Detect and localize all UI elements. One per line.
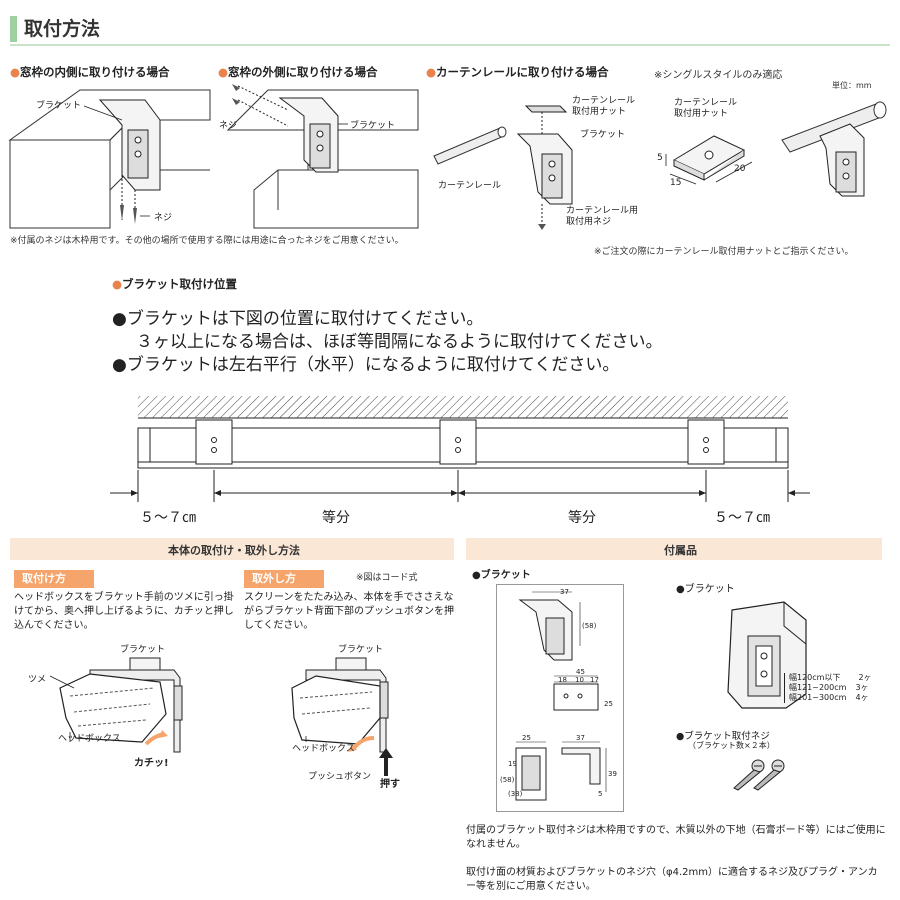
acc-screw-label: ●ブラケット取付ネジ [676,731,770,742]
screw-icon [733,759,785,791]
dim-right-margin: ５～７㎝ [714,510,770,526]
case-rail-heading: ●カーテンレールに取り付ける場合 [426,65,609,79]
outside-mount-illustration [226,84,419,229]
acc-footnote-2: 取付け面の材質およびブラケットのネジ穴（φ4.2mm）に適合するネジ及びプラグ・… [466,867,878,892]
drawing-dim-18: 18 [558,676,567,684]
screw-note: ※付属のネジは木枠用です。その他の場所で使用する際には用途に合ったネジをご用意く… [10,236,404,246]
mounting-band [10,538,454,560]
drawing-dim-19: 19 [508,760,517,768]
position-line-3: ●ブラケットは左右平行（水平）になるように取付けてください。 [112,355,620,375]
title-underline [10,14,890,46]
acc-bracket-label-2: ●ブラケット [676,584,735,595]
remove-push-button-label: プッシュボタン [308,772,372,782]
drawing-dim-45: 45 [576,668,585,676]
bracket-drawing-box [496,584,624,812]
drawing-dim-58b: (58) [500,776,515,784]
drawing-dim-17: 17 [590,676,599,684]
detail-nut-label: カーテンレール 取付用ナット [674,98,738,119]
acc-footnote-1: 付属のブラケット取付ネジは木枠用ですので、木質以外の下地（石膏ボード等）にはご使… [466,825,886,850]
remove-illustration [291,657,393,776]
acc-screw-sub: （ブラケット数×２本） [688,741,775,750]
accessories-band-title: 付属品 [664,544,697,557]
drawing-dim-10: 10 [575,676,584,684]
single-style-note: ※シングルスタイルのみ適応 [654,70,783,81]
drawing-dim-58a: (58) [582,622,597,630]
attach-headbox-label: ヘッドボックス [58,734,121,744]
attach-bracket-label: ブラケット [120,645,166,655]
dim-equal-1: 等分 [322,510,350,526]
drawing-dim-37a: 37 [560,588,569,596]
inside-mount-illustration [8,89,211,229]
dim-left-margin: ５～７㎝ [140,510,196,526]
position-line-1: ●ブラケットは下図の位置に取付けてください。 [112,309,484,329]
bracket-product-image [727,601,807,709]
rail-label: カーテンレール [438,181,502,191]
drawing-dim-25b: 25 [522,734,531,742]
attach-illustration [49,657,183,753]
drawing-dim-38: (38) [508,790,523,798]
rail-nut-label: カーテンレール 取付用ナット [572,96,636,117]
unit-label: 単位：mm [832,81,872,90]
remove-tag: 取外し方 [244,570,324,588]
dim-equal-2: 等分 [568,510,596,526]
drawing-dim-39: 39 [608,770,617,778]
acc-bracket-label: ●ブラケット [472,570,531,581]
attach-text: ヘッドボックスをブラケット手前のツメに引っ掛けてから、奥へ押し上げるように、カチ… [14,592,234,631]
order-note: ※ご注文の際にカーテンレール取付用ナットとご指示ください。 [594,247,854,257]
attach-tag: 取付け方 [14,570,94,588]
remove-bracket-label: ブラケット [338,645,384,655]
page-title: 取付方法 [24,18,101,40]
bracket-technical-drawing [515,591,607,801]
position-line-2: ３ヶ以上になる場合は、ほぼ等間隔になるように取付けてください。 [136,332,663,352]
rail-nut-detail [665,135,753,185]
remove-text: スクリーンをたたみ込み、本体を手でささえながらブラケット背面下部のプッシュボタン… [244,592,454,631]
rail-mount-illustration [433,105,573,230]
rail-screw-label: カーテンレール用 取付用ネジ [566,206,639,227]
drawing-dim-5: 5 [598,790,603,798]
remove-note: ※図はコード式 [356,573,418,583]
attach-claw-label: ツメ [28,675,47,685]
remove-push-label: 押す [380,779,400,790]
rail-bracket-detail [781,101,887,197]
bracket-position-diagram [110,396,810,502]
drawing-dim-37b: 37 [576,734,585,742]
title-marker [10,16,17,42]
rail-bracket-label: ブラケット [580,130,626,140]
inside-screw-label: ネジ [154,213,173,223]
attach-click-label: カチッ! [134,758,169,769]
drawing-dim-25a: 25 [604,700,613,708]
detail-dim-15: 15 [670,178,682,188]
position-heading: ●ブラケット取付け位置 [112,277,238,291]
case-inside-heading: ●窓枠の内側に取り付ける場合 [10,65,170,79]
outside-screw-label: ネジ [219,121,238,131]
remove-headbox-label: ヘッドボックス [292,744,355,754]
detail-dim-5: 5 [657,153,663,163]
detail-dim-20: 20 [734,164,746,174]
accessories-band [466,538,882,560]
outside-bracket-label: ブラケット [350,121,396,131]
inside-bracket-label: ブラケット [36,101,82,111]
case-outside-heading: ●窓枠の外側に取り付ける場合 [218,65,378,79]
mounting-band-title: 本体の取付け・取外し方法 [168,544,300,557]
